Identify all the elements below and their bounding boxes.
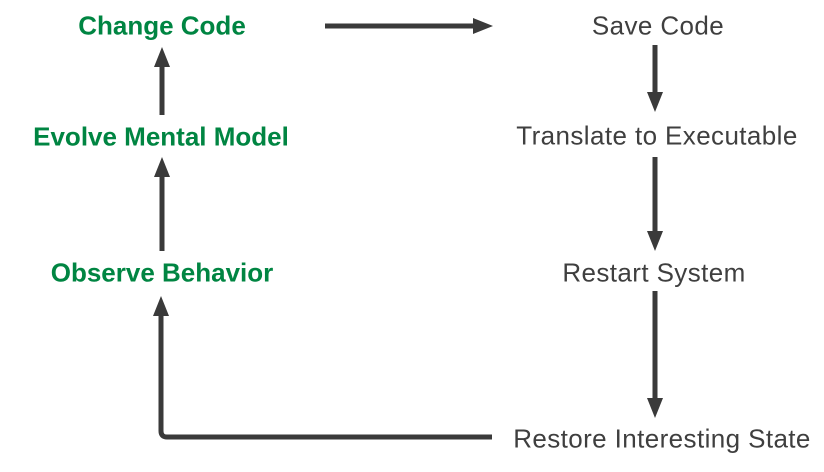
node-translate-to-executable: Translate to Executable bbox=[516, 120, 798, 151]
node-restart-system: Restart System bbox=[562, 257, 746, 288]
node-restore-interesting-state: Restore Interesting State bbox=[513, 423, 811, 454]
edge-restart-to-restore-arrow bbox=[647, 291, 663, 418]
node-evolve-mental-model: Evolve Mental Model bbox=[33, 121, 289, 152]
edge-observe-to-evolve-arrow bbox=[154, 157, 170, 251]
edge-change-code-to-save-code-arrow bbox=[325, 18, 493, 34]
node-save-code: Save Code bbox=[591, 10, 725, 41]
edge-translate-to-restart-arrow bbox=[647, 157, 663, 251]
edge-evolve-to-change-arrow bbox=[154, 47, 170, 115]
node-observe-behavior: Observe Behavior bbox=[50, 257, 274, 288]
node-change-code: Change Code bbox=[78, 10, 246, 41]
edge-save-code-to-translate-arrow bbox=[647, 45, 663, 112]
edge-restore-to-observe-arrow bbox=[153, 296, 492, 440]
